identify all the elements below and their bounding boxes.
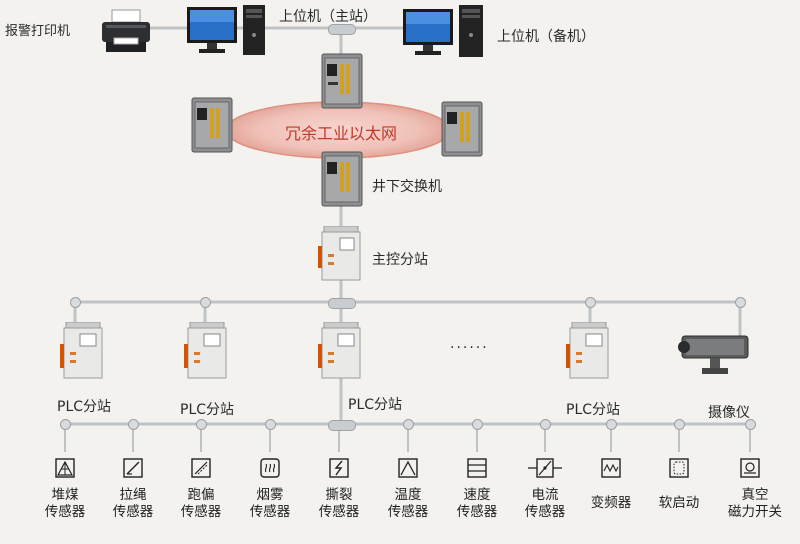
sensor-label-tear: 撕裂传感器 bbox=[318, 487, 360, 520]
bus-node bbox=[735, 297, 746, 308]
sensor-label-deviation: 跑偏传感器 bbox=[180, 487, 222, 520]
bus-node bbox=[472, 419, 483, 430]
top-bus-hub bbox=[328, 24, 356, 35]
plc-label: PLC分站 bbox=[566, 402, 621, 418]
sensor-label-vacuum-switch: 真空磁力开关 bbox=[728, 487, 782, 520]
plc-station-box-icon bbox=[184, 321, 230, 384]
switch-label: 井下交换机 bbox=[372, 179, 442, 195]
sensor-label-vfd: 变频器 bbox=[590, 495, 632, 511]
bus-node bbox=[200, 297, 211, 308]
camera-label: 摄像仪 bbox=[708, 405, 750, 421]
triangle-grid-icon bbox=[55, 458, 75, 478]
sensor-label-soft-start: 软启动 bbox=[658, 495, 700, 511]
switch-box-icon bbox=[440, 100, 484, 162]
offset-box-icon bbox=[191, 458, 211, 478]
switch-box-icon bbox=[190, 96, 234, 158]
plc-bus-hub bbox=[328, 298, 356, 309]
bus-node bbox=[606, 419, 617, 430]
sensor-label-smoke: 烟雾传感器 bbox=[249, 487, 291, 520]
camera-icon bbox=[676, 330, 756, 390]
plc-label: PLC分站 bbox=[180, 402, 235, 418]
sensor-label-temperature: 温度传感器 bbox=[387, 487, 429, 520]
bus-node bbox=[196, 419, 207, 430]
printer-icon bbox=[100, 8, 152, 58]
bars-box-icon bbox=[467, 458, 487, 478]
wave-icon bbox=[601, 458, 621, 478]
plc-station-box-icon bbox=[318, 321, 364, 384]
smoke-icon bbox=[260, 458, 280, 478]
main-station-box-icon bbox=[318, 225, 364, 286]
bus-node bbox=[674, 419, 685, 430]
bus-node bbox=[128, 419, 139, 430]
main-station-label: 主控分站 bbox=[372, 252, 428, 268]
sensor-bus-hub bbox=[328, 420, 356, 431]
ellipsis: ...... bbox=[450, 336, 489, 352]
bus-node bbox=[70, 297, 81, 308]
sensor-label-coal-pile: 堆煤传感器 bbox=[44, 487, 86, 520]
sensor-label-speed: 速度传感器 bbox=[456, 487, 498, 520]
bus-node bbox=[403, 419, 414, 430]
bus-node bbox=[540, 419, 551, 430]
slash-box-icon bbox=[123, 458, 143, 478]
bus-node bbox=[265, 419, 276, 430]
host-main-computer-icon bbox=[187, 5, 271, 61]
bus-node bbox=[745, 419, 756, 430]
host-backup-label: 上位机（备机） bbox=[497, 29, 595, 45]
dotted-box-icon bbox=[669, 458, 689, 478]
host-backup-computer-icon bbox=[403, 5, 487, 61]
current-icon bbox=[528, 458, 562, 478]
host-main-label: 上位机（主站） bbox=[279, 9, 377, 25]
sensor-label-current: 电流传感器 bbox=[524, 487, 566, 520]
printer-label: 报警打印机 bbox=[5, 24, 71, 39]
lightning-icon bbox=[329, 458, 349, 478]
ring-label: 冗余工业以太网 bbox=[284, 124, 397, 143]
bus-node bbox=[585, 297, 596, 308]
plc-station-box-icon bbox=[60, 321, 106, 384]
plc-label: PLC分站 bbox=[348, 397, 403, 413]
circle-box-icon bbox=[740, 458, 760, 478]
bus-node bbox=[60, 419, 71, 430]
underground-switch-icon bbox=[320, 150, 364, 212]
triangle-icon bbox=[398, 458, 418, 478]
plc-label: PLC分站 bbox=[57, 399, 112, 415]
plc-station-box-icon bbox=[566, 321, 612, 384]
sensor-label-pull-rope: 拉绳传感器 bbox=[112, 487, 154, 520]
switch-box-icon bbox=[320, 52, 364, 114]
